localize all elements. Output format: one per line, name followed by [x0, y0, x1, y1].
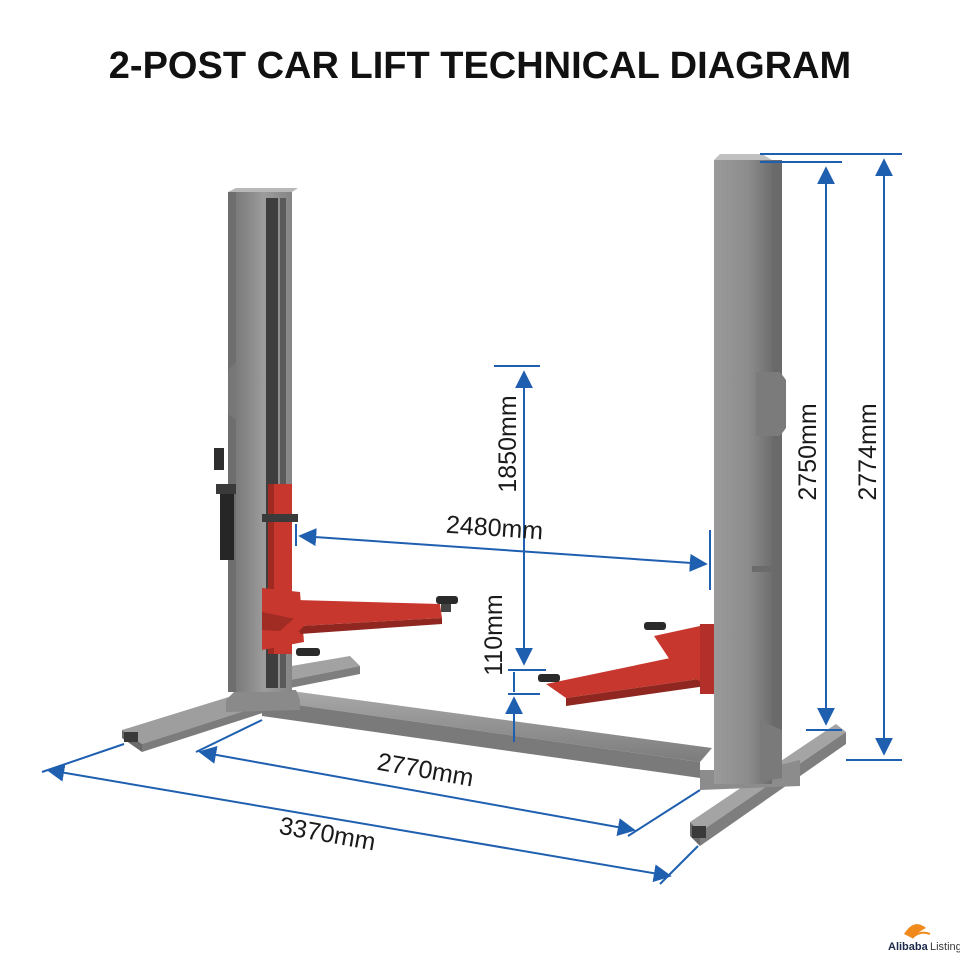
right-lift-arms: [538, 622, 714, 706]
watermark-suffix: Listing: [930, 941, 960, 953]
left-lift-arms: [270, 596, 458, 656]
power-switch: [214, 448, 224, 470]
dim-2480-line: [298, 528, 708, 572]
dim-ext-line: [659, 845, 699, 885]
dimension-lines: [41, 153, 902, 885]
dim-label-110: 110mm: [480, 594, 508, 676]
dim-label-2750: 2750mm: [794, 403, 822, 500]
dim-label-2774: 2774mm: [854, 403, 882, 500]
right-column: [714, 154, 786, 784]
lift-structure: [122, 154, 846, 846]
floor-beam: [262, 690, 712, 778]
dim-label-2480: 2480mm: [445, 511, 544, 546]
dim-ext-line: [41, 743, 125, 773]
watermark: Alibaba Listing: [888, 924, 960, 953]
lift-pad: [644, 622, 666, 630]
lift-pad: [296, 648, 320, 656]
alibaba-logo-icon: [904, 924, 931, 939]
dim-3370-line: [46, 763, 672, 883]
dim-label-1850: 1850mm: [494, 395, 522, 492]
power-unit-motor: [220, 490, 234, 560]
watermark-brand: Alibaba: [888, 941, 929, 953]
dim-ext-line: [627, 789, 701, 837]
lift-pad: [436, 596, 458, 604]
page-title: 2-POST CAR LIFT TECHNICAL DIAGRAM: [109, 45, 851, 87]
lift-pad: [538, 674, 560, 682]
